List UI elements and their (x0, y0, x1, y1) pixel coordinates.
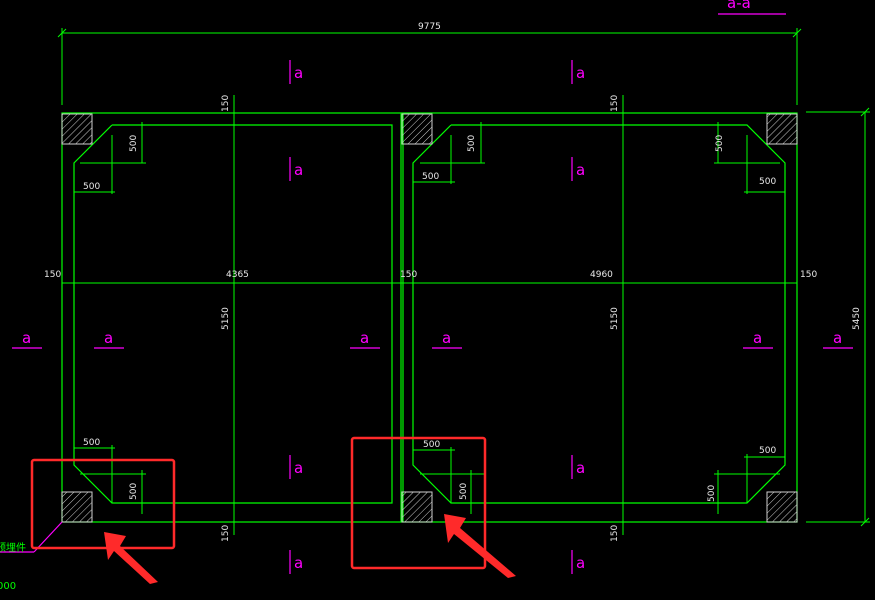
haunch-bl-v: 500 (129, 483, 139, 500)
section-mark-v1: a (289, 60, 303, 84)
dim-wall-top-left: 150 (221, 95, 231, 112)
dim-span-left: 4365 (226, 270, 249, 280)
hatch-top-left (61, 113, 93, 145)
haunch-tm-h: 500 (422, 172, 439, 182)
dim-overall-width-text: 9775 (418, 22, 441, 32)
hatch-top-mid (401, 113, 433, 145)
hatch-bot-right (766, 491, 798, 523)
haunch-tl-v: 500 (129, 135, 139, 152)
section-mark-h3: a (350, 329, 380, 349)
haunch-br-h: 500 (759, 446, 776, 456)
svg-text:a: a (576, 64, 585, 82)
svg-text:a: a (753, 329, 762, 347)
dim-wall-top-right: 150 (610, 95, 620, 112)
section-mark-h1: a (12, 329, 42, 349)
dim-wall-right: 150 (800, 270, 817, 280)
dim-wall-mid: 150 (400, 270, 417, 280)
svg-text:a: a (576, 459, 585, 477)
highlight-box-left (30, 458, 176, 550)
partial-label-embedded: 预埋件 (0, 542, 26, 554)
haunch-bm-h: 500 (423, 440, 440, 450)
dim-span-right: 4960 (590, 270, 613, 280)
svg-text:a: a (294, 459, 303, 477)
haunch-dims: 500 500 500 500 500 500 500 500 500 500 (74, 122, 785, 514)
haunch-tl-h: 500 (83, 182, 100, 192)
section-mark-h5: a (743, 329, 773, 349)
svg-text:a: a (294, 64, 303, 82)
section-mark-h6: a (823, 329, 853, 349)
dim-overall-width: 9775 (57, 22, 802, 105)
dim-wall-bot-right: 150 (610, 525, 620, 542)
arrow-mid (444, 514, 516, 578)
dim-overall-height: 5450 (806, 107, 870, 527)
section-title: a-a (718, 0, 786, 15)
svg-text:a: a (22, 329, 31, 347)
section-mark-v3: a (289, 157, 303, 181)
hatch-bot-mid (401, 491, 433, 523)
section-mark-h4: a (432, 329, 462, 349)
svg-text:a: a (294, 161, 303, 179)
svg-text:a: a (576, 554, 585, 572)
span-dims: 150 4365 150 4960 150 150 150 5150 5150 … (44, 95, 817, 542)
svg-text:a: a (360, 329, 369, 347)
arrow-left (104, 532, 158, 584)
svg-text:a: a (294, 554, 303, 572)
hatch-bot-left (61, 491, 93, 523)
svg-text:a: a (104, 329, 113, 347)
structure-outline (61, 95, 798, 535)
section-title-text: a-a (727, 0, 751, 12)
highlight-annotations (30, 436, 516, 584)
svg-text:a: a (576, 161, 585, 179)
section-mark-v8: a (571, 550, 585, 574)
partial-labels: 预埋件 000 (0, 521, 63, 592)
haunch-tr-v: 500 (715, 135, 725, 152)
highlight-box-mid (350, 436, 487, 570)
section-mark-v5: a (289, 455, 303, 479)
section-mark-v2: a (571, 60, 585, 84)
hatch-top-right (766, 113, 798, 145)
dim-wall-left: 150 (44, 270, 61, 280)
haunch-br-v: 500 (707, 485, 717, 502)
dim-overall-height-text: 5450 (852, 307, 862, 330)
section-mark-v6: a (571, 455, 585, 479)
section-mark-v7: a (289, 550, 303, 574)
haunch-bl-h: 500 (83, 438, 100, 448)
svg-text:a: a (833, 329, 842, 347)
dim-inner-height-right: 5150 (610, 307, 620, 330)
section-mark-h2: a (94, 329, 124, 349)
partial-label-bottom: 000 (0, 581, 16, 592)
haunch-tm-v: 500 (467, 135, 477, 152)
section-mark-v4: a (571, 157, 585, 181)
dim-wall-bot-left: 150 (221, 525, 231, 542)
corner-hatches (61, 113, 798, 523)
haunch-tr-h: 500 (759, 177, 776, 187)
svg-text:a: a (442, 329, 451, 347)
dim-inner-height-left: 5150 (221, 307, 231, 330)
section-marks: a a a a a a a a a a a a a a (12, 60, 853, 574)
haunch-bm-v: 500 (459, 483, 469, 500)
